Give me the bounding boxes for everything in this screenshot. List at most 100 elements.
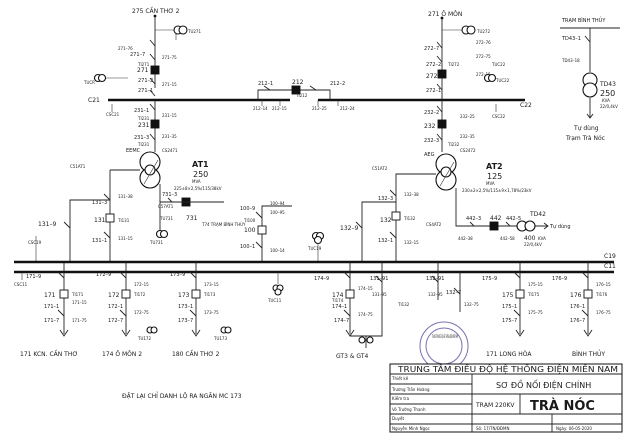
- outgoing-binh-thuy: BÌNH THỦY: [572, 350, 605, 358]
- label-731: 731: [186, 215, 198, 222]
- outgoing-171-long-hoa: 171 LONG HÒA: [486, 351, 532, 358]
- label-232: 232: [424, 123, 436, 130]
- label-173-15: 173–15: [204, 282, 219, 287]
- label-tu-dung-2: Tự dùng: [549, 223, 571, 230]
- label-232-35: 232–35: [460, 134, 475, 139]
- breaker-132: [391, 211, 401, 221]
- label-442-3: 442–3: [466, 216, 481, 222]
- label-131-1: 131–1: [92, 238, 107, 244]
- label-231: 231: [138, 122, 150, 129]
- bay-231: 231–1 231–15 231 231–3 231–35 TI231 TI23…: [106, 100, 178, 154]
- label-132-95: 132–95: [428, 292, 443, 297]
- label-174-75: 174–75: [358, 312, 373, 317]
- feeder-271-label: 271 Ô MÔN: [428, 11, 462, 18]
- label-171-1: 171–1: [44, 304, 59, 310]
- label-173-7: 173–7: [178, 318, 193, 324]
- at1-ratio: 225±8×2,5%/115/38kV: [174, 186, 222, 191]
- label-173: 173: [178, 292, 190, 299]
- feeder-132-lower: 132–91 132–95 TI132 132–7 132–75: [397, 262, 479, 312]
- label-c51at1: C51AT1: [70, 164, 86, 169]
- label-171-15: 171–15: [72, 300, 87, 305]
- label-271: 271: [137, 67, 149, 74]
- label-132-15: 132–15: [404, 240, 419, 245]
- tb-row3-name: Nguyễn Minh Ngọc: [392, 426, 430, 431]
- breaker-175: [515, 289, 525, 299]
- breaker-100: [257, 225, 267, 235]
- station-prefix: TRẠM 220KV: [475, 402, 515, 409]
- label-131: 131: [94, 217, 106, 224]
- label-271-2: 271–2: [138, 78, 153, 84]
- doc-number: Số: 17/TN/ĐĐMN: [476, 426, 509, 431]
- bay-442: CS4AT2 442–3 442 442–5 442–38 442–58 Tự …: [426, 188, 571, 247]
- label-272-2: 272–2: [426, 62, 441, 68]
- label-ti172: TI172: [133, 292, 146, 297]
- label-176-7: 176–7: [570, 318, 585, 324]
- label-td43-18: TD43–18: [561, 58, 580, 63]
- station-name: TRÀ NÓC: [530, 398, 595, 414]
- label-442: 442: [490, 215, 502, 222]
- label-tu-dung: Tự dùng: [573, 125, 599, 132]
- transformer-at1: AT1 250 MVA 225±8×2,5%/115/38kV C51AT1: [70, 151, 222, 191]
- label-172-1: 172–1: [108, 304, 123, 310]
- label-442-38: 442–38: [458, 236, 473, 241]
- label-tu172: TU172: [137, 336, 151, 341]
- feeder-173: 173–9 173 173–1 173–15 TI173 173–7 173–7…: [170, 262, 232, 341]
- at1-unit: MVA: [192, 179, 201, 184]
- label-td43-voltage: 22/0,4kV: [600, 104, 618, 109]
- label-172-7: 172–7: [108, 318, 123, 324]
- breaker-173: [191, 289, 201, 299]
- label-442-5: 442–5: [506, 216, 521, 222]
- bay-td43: TD43–1 TD43–18 TD43 250 KVA 22/0,4kV Tự …: [560, 27, 620, 142]
- label-132-9: 132–9: [340, 225, 358, 232]
- label-272-15: 272–15: [476, 72, 491, 77]
- label-ti100: TI100: [243, 218, 256, 223]
- breaker-232: [437, 119, 447, 129]
- breaker-212: [291, 85, 301, 95]
- label-176-15: 176–15: [596, 282, 611, 287]
- label-tuc11: TUC11: [267, 298, 282, 303]
- label-tuc19: TUC19: [307, 246, 322, 251]
- label-131-91: 131–91: [370, 276, 388, 282]
- label-175-9: 175–9: [482, 276, 497, 282]
- tu271-label: TU271: [187, 29, 201, 34]
- label-ti175: TI175: [527, 292, 540, 297]
- label-171: 171: [44, 292, 56, 299]
- busbar-c19-label: C19: [604, 253, 616, 260]
- label-td42: TD42: [529, 211, 546, 218]
- label-174-15: 174–15: [358, 286, 373, 291]
- lower-feeders: 171–9 171 171–1 171–15 TI171 171–7 171–7…: [26, 262, 611, 360]
- label-272-7: 272–7: [424, 46, 439, 52]
- busbar-c11-label: C11: [604, 263, 616, 270]
- official-stamp: TRUNG TÂM ĐIỀU ĐỘ HỆ THỐNG ĐIỆN MIỀN NAM: [419, 321, 469, 371]
- tb-row1-label: Thiết kế: [391, 376, 409, 381]
- bay-731: C57AT1 TU731 731 731–3 T74 TRẠM BÌNH THỦ…: [28, 184, 246, 262]
- label-131-95: 131–95: [372, 292, 387, 297]
- label-tu173: TU173: [213, 336, 227, 341]
- outgoing-gt3-gt4: GT3 & GT4: [336, 353, 369, 360]
- label-272-76: 272–76: [476, 40, 491, 45]
- bay-132: 132–3 132–38 132 TI132 132–1 132–15 132–…: [340, 189, 419, 262]
- feeder-gt: GT3 & GT4: [336, 300, 383, 360]
- label-212-25: 212–25: [312, 106, 327, 111]
- label-176-1: 176–1: [570, 304, 585, 310]
- busbar-c22-label: C22: [520, 102, 532, 109]
- label-271-15: 271–15: [162, 82, 177, 87]
- title-block: TRUNG TÂM ĐIỀU ĐỘ HỆ THỐNG ĐIỆN MIỀN NAM…: [389, 362, 623, 433]
- feeder-131-lower: 131–91 131–95: [370, 262, 388, 300]
- label-td43: TD43: [599, 81, 616, 88]
- label-tu272: TU272: [476, 29, 490, 34]
- stamp-text: TRUNG TÂM ĐIỀU ĐỘ HỆ THỐNG ĐIỆN MIỀN NAM: [432, 334, 458, 339]
- label-131-38: 131–38: [118, 194, 133, 199]
- label-271-75: 271–75: [162, 55, 177, 60]
- bus-coupler-212: 212–1 212 212–2 212–14 212–15 TI212 212–…: [253, 79, 355, 111]
- label-171-75: 171–75: [72, 318, 87, 323]
- label-132-38: 132–38: [404, 192, 419, 197]
- label-100-95: 100–95: [270, 210, 285, 215]
- label-ti131: TI131: [117, 218, 130, 223]
- breaker-174: [345, 289, 355, 299]
- label-212-1: 212–1: [258, 81, 273, 87]
- label-td42-kva: 400: [524, 235, 536, 242]
- label-100: 100: [244, 227, 256, 234]
- breaker-442: [489, 221, 499, 231]
- feeder-176: 176–9 176 176–1 176–15 TI176 176–7 176–7…: [552, 262, 611, 337]
